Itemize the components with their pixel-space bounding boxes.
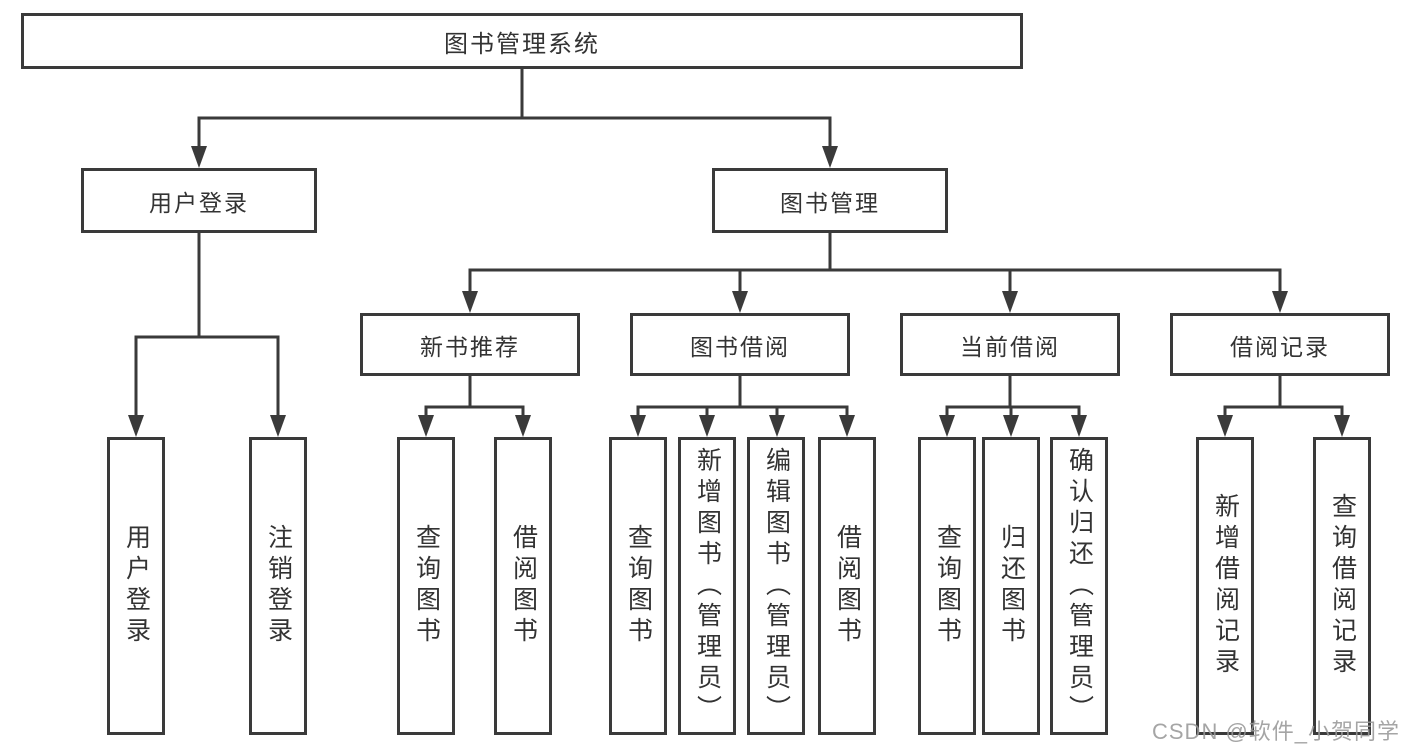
leaf-newbook-borrow-books-label: 借阅图书 <box>509 524 538 648</box>
leaf-borrow-borrow-books: 借阅图书 <box>818 437 876 735</box>
leaf-current-confirm-return-admin-label: 确认归还（管理员） <box>1065 446 1094 726</box>
leaf-borrow-edit-books-admin-label: 编辑图书（管理员） <box>762 446 791 726</box>
node-book-borrow: 图书借阅 <box>630 313 850 376</box>
leaf-current-return-books: 归还图书 <box>982 437 1040 735</box>
leaf-newbook-query-books: 查询图书 <box>397 437 455 735</box>
leaf-user-login: 用户登录 <box>107 437 165 735</box>
leaf-records-add-record-label: 新增借阅记录 <box>1211 493 1240 679</box>
node-user-login: 用户登录 <box>81 168 317 233</box>
node-current-borrow: 当前借阅 <box>900 313 1120 376</box>
leaf-newbook-borrow-books: 借阅图书 <box>494 437 552 735</box>
leaf-logout: 注销登录 <box>249 437 307 735</box>
leaf-borrow-query-books: 查询图书 <box>609 437 667 735</box>
leaf-current-return-books-label: 归还图书 <box>997 524 1026 648</box>
leaf-borrow-add-books-admin-label: 新增图书（管理员） <box>693 446 722 726</box>
leaf-records-query-record: 查询借阅记录 <box>1313 437 1371 735</box>
node-library-system: 图书管理系统 <box>21 13 1023 69</box>
csdn-watermark: CSDN @软件_小贺同学 <box>1152 719 1401 744</box>
leaf-current-query-books: 查询图书 <box>918 437 976 735</box>
leaf-current-query-books-label: 查询图书 <box>933 524 962 648</box>
leaf-borrow-add-books-admin: 新增图书（管理员） <box>678 437 736 735</box>
leaf-logout-label: 注销登录 <box>264 524 293 648</box>
leaf-records-add-record: 新增借阅记录 <box>1196 437 1254 735</box>
leaf-borrow-borrow-books-label: 借阅图书 <box>833 524 862 648</box>
leaf-current-confirm-return-admin: 确认归还（管理员） <box>1050 437 1108 735</box>
leaf-newbook-query-books-label: 查询图书 <box>412 524 441 648</box>
leaf-records-query-record-label: 查询借阅记录 <box>1328 493 1357 679</box>
leaf-user-login-label: 用户登录 <box>122 524 151 648</box>
node-borrow-records: 借阅记录 <box>1170 313 1390 376</box>
node-book-management: 图书管理 <box>712 168 948 233</box>
leaf-borrow-edit-books-admin: 编辑图书（管理员） <box>747 437 805 735</box>
node-new-book-recommend: 新书推荐 <box>360 313 580 376</box>
leaf-borrow-query-books-label: 查询图书 <box>624 524 653 648</box>
